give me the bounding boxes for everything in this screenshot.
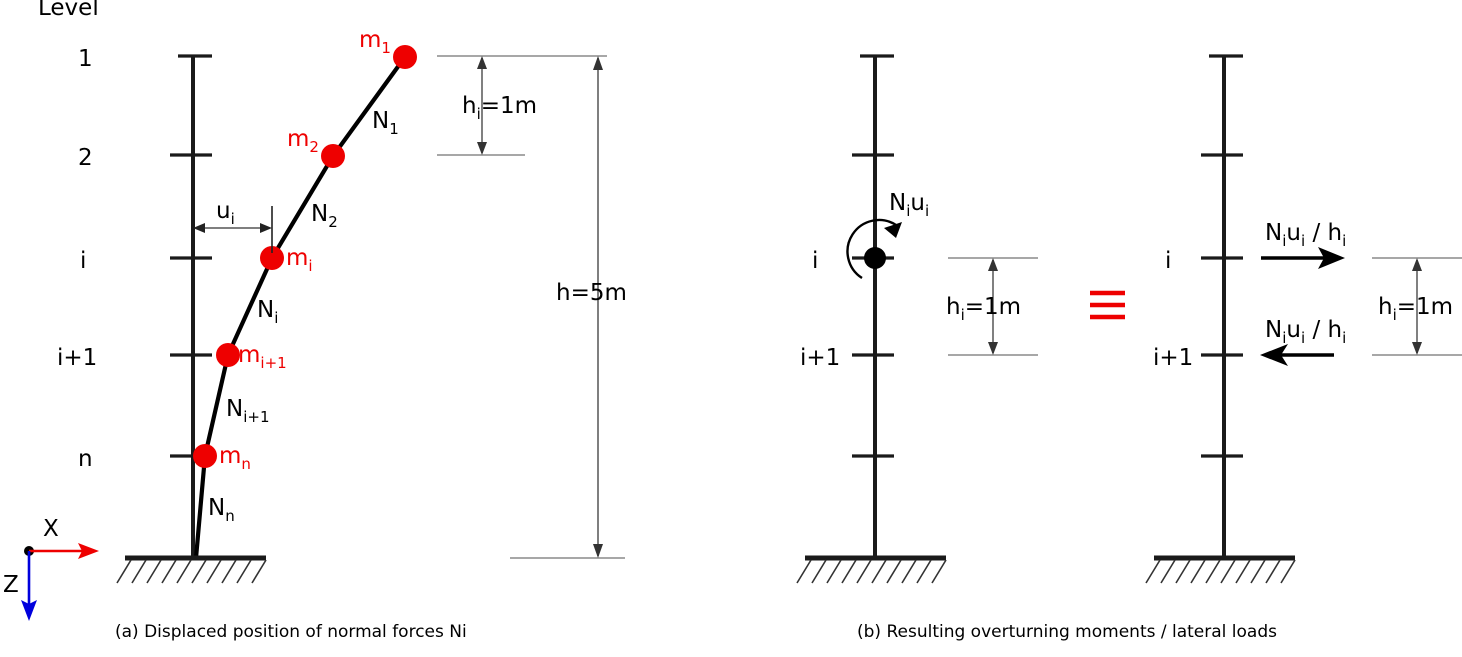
caption-a: (a) Displaced position of normal forces … (115, 622, 467, 642)
mass-label-m1: m1 (359, 27, 391, 57)
hatching-a (116, 559, 267, 584)
hi-arrow-down-b-left (988, 342, 998, 355)
coordinate-axes: X Z (3, 516, 99, 621)
normal-force-label-Nn: Nn (208, 495, 235, 525)
panel-b-right: i i+1 Niui / hi Niui / hi hi=1m (1145, 54, 1462, 584)
story-height-label-b-right: hi=1m (1378, 294, 1453, 324)
x-axis-arrowhead (78, 543, 99, 559)
mass-label-mi: mi (286, 245, 313, 275)
level-label-i: i (80, 248, 86, 274)
level-header: Level (38, 0, 99, 21)
panel-b-left: i i+1 Niui hi=1m (796, 54, 1038, 584)
lateral-load-label-bottom: Niui / hi (1265, 317, 1346, 347)
level-label-2: 2 (78, 145, 93, 171)
mass-dot-mi1 (216, 343, 240, 367)
lateral-load-arrowhead-top (1318, 247, 1345, 269)
total-height-label: h=5m (556, 280, 627, 306)
node-dot-b-left (864, 247, 886, 269)
h-arrow-down (593, 544, 603, 558)
z-axis-label: Z (3, 572, 19, 598)
caption-b: (b) Resulting overturning moments / late… (857, 622, 1277, 642)
level-label-i-b-left: i (812, 248, 818, 274)
hi-arrow-up-b-left (988, 258, 998, 271)
lateral-load-label-top: Niui / hi (1265, 220, 1346, 250)
z-axis-arrowhead (21, 600, 37, 621)
mass-label-m2: m2 (287, 126, 319, 156)
mass-label-mi1: mi+1 (238, 342, 287, 372)
mass-label-mn: mn (219, 443, 251, 473)
lateral-load-arrowhead-bottom (1260, 344, 1288, 366)
hi-arrow-up-a (477, 56, 487, 69)
mass-dot-mi (260, 246, 284, 270)
mass-dot-m2 (321, 144, 345, 168)
normal-force-label-Ni: Ni (257, 297, 278, 327)
hi-arrow-up-b-right (1412, 258, 1422, 271)
equivalence-symbol (1090, 290, 1125, 320)
hi-arrow-down-b-right (1412, 342, 1422, 355)
x-axis-label: X (43, 516, 59, 542)
level-label-i-plus-1: i+1 (57, 345, 97, 371)
moment-label-Niui: Niui (889, 190, 929, 220)
ui-arrow-left (193, 223, 205, 233)
moment-arrowhead-icon (884, 222, 902, 238)
level-label-i-b-right: i (1165, 248, 1171, 274)
level-label-i1-b-left: i+1 (800, 345, 840, 371)
hatching-b-right (1145, 559, 1296, 584)
deflected-shape (193, 55, 407, 559)
panel-a: Level 1 2 i i+1 n m1 (3, 0, 627, 642)
moment-arc-icon (846, 218, 897, 280)
normal-force-label-N1: N1 (372, 108, 399, 138)
level-label-i1-b-right: i+1 (1153, 345, 1193, 371)
story-height-label-a: hi=1m (462, 93, 537, 123)
hi-arrow-down-a (477, 142, 487, 155)
mass-dot-m1 (393, 45, 417, 69)
normal-force-label-Ni1: Ni+1 (226, 396, 270, 426)
level-label-1: 1 (78, 46, 93, 72)
ui-arrow-right (260, 223, 272, 233)
displacement-label-ui: ui (216, 198, 235, 228)
mass-dot-mn (193, 444, 217, 468)
level-label-n: n (78, 446, 93, 472)
story-height-label-b-left: hi=1m (946, 294, 1021, 324)
h-arrow-up (593, 56, 603, 70)
hatching-b-left (796, 559, 947, 584)
normal-force-label-N2: N2 (311, 201, 338, 231)
